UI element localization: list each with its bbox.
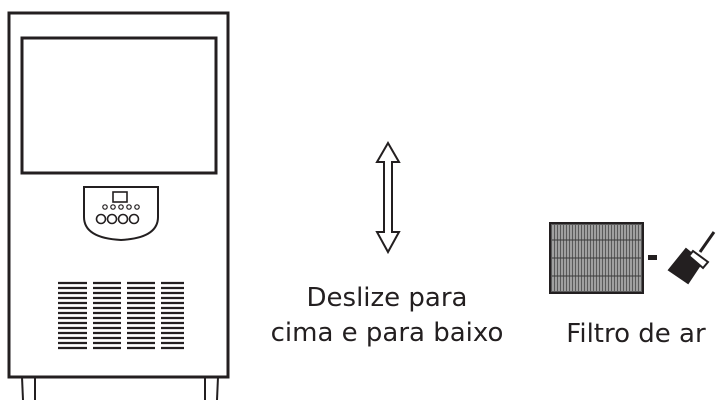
ice-maker-machine <box>7 11 230 400</box>
slide-caption: Deslize para cima e para baixo <box>262 281 512 351</box>
air-filter-icon <box>549 222 657 294</box>
machine-body <box>7 11 230 379</box>
machine-legs <box>21 376 219 400</box>
slide-caption-line1: Deslize para <box>306 283 468 313</box>
control-panel <box>83 186 159 242</box>
air-filter-caption: Filtro de ar <box>566 319 706 349</box>
machine-window <box>20 36 218 175</box>
double-vertical-arrow-icon <box>375 141 401 255</box>
ventilation-grille <box>58 281 184 350</box>
brush-icon <box>667 231 716 285</box>
slide-caption-line2: cima e para baixo <box>270 318 504 348</box>
